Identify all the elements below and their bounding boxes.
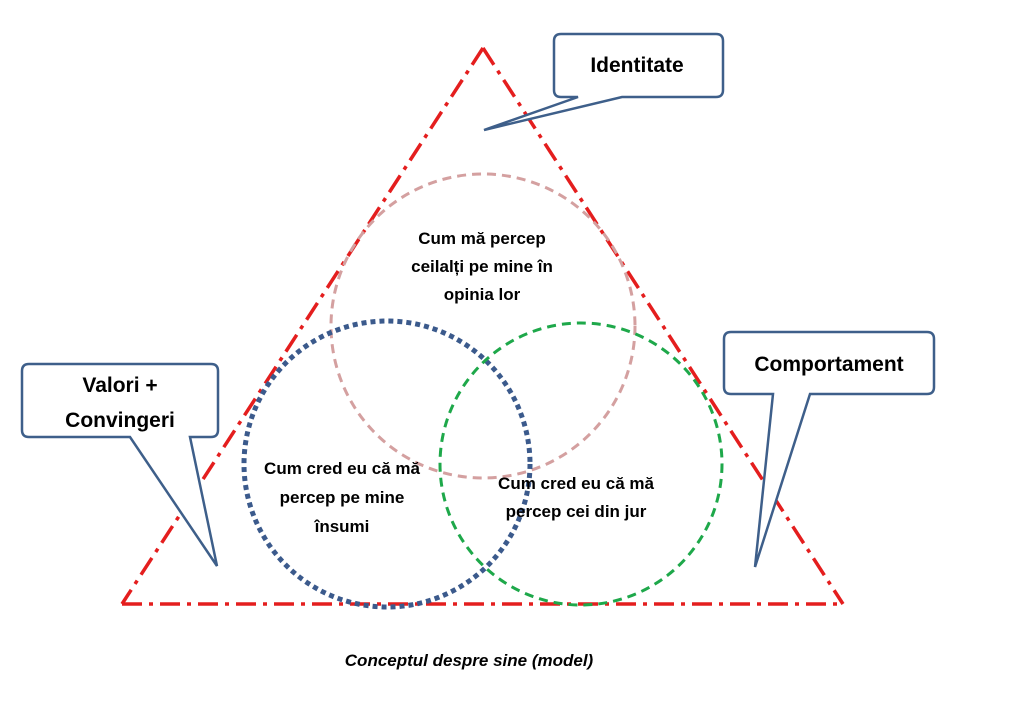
left-circle-label-line3: însumi (314, 517, 370, 536)
left-circle-label-line2: percep pe mine (280, 488, 405, 507)
circle-perception-by-others (438, 321, 724, 607)
top-circle-label-line1: Cum mă percep (418, 229, 546, 248)
circle-self-perception (241, 318, 533, 610)
callout-identitate-label: Identitate (590, 54, 683, 77)
circle-others-perception (329, 172, 637, 480)
left-circle-label-line1: Cum cred eu că mă (264, 459, 420, 478)
triangle-left-edge (120, 47, 485, 605)
callout-valori-line1: Valori + (82, 374, 157, 397)
diagram-caption: Conceptul despre sine (model) (345, 651, 594, 670)
callout-valori-shape (20, 362, 220, 567)
callout-comportament-shape (722, 330, 936, 568)
top-circle-label-line3: opinia lor (444, 285, 521, 304)
right-circle-label-line1: Cum cred eu că mă (498, 474, 654, 493)
callout-valori-line2: Convingeri (65, 409, 175, 432)
callout-identitate-shape (483, 32, 725, 132)
right-circle-label-line2: percep cei din jur (506, 502, 647, 521)
callout-comportament-label: Comportament (754, 353, 903, 376)
triangle (120, 47, 845, 606)
triangle-right-edge (481, 47, 845, 605)
top-circle-label-line2: ceilalți pe mine în (411, 257, 553, 276)
